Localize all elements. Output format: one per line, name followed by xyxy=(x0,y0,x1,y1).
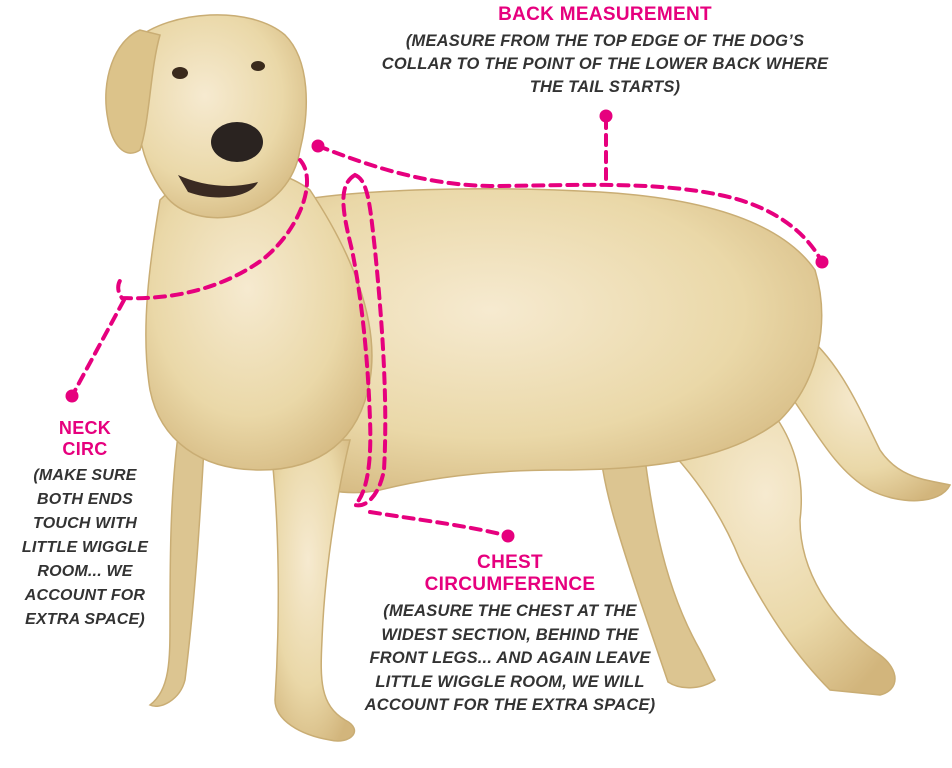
chest-label-dot xyxy=(502,530,515,543)
chest-emphasis: WIDEST xyxy=(381,626,446,644)
dog-eye-left xyxy=(172,67,188,79)
neck-circ-label: NECKCIRC (MAKE SURE BOTH ENDS TOUCH WITH… xyxy=(0,418,170,632)
neck-circ-title: NECKCIRC xyxy=(0,418,170,460)
back-start-dot xyxy=(312,140,325,153)
back-label-dot xyxy=(600,110,613,123)
chest-circumference-title: CHESTCIRCUMFERENCE xyxy=(360,552,660,596)
back-end-dot xyxy=(816,256,829,269)
dog-nose xyxy=(211,122,263,162)
back-measurement-note: (MEASURE FROM THE TOP EDGE OF THE DOG’S … xyxy=(380,30,830,99)
neck-measurement-pointer xyxy=(72,300,124,396)
neck-label-dot xyxy=(66,390,79,403)
chest-circumference-label: CHESTCIRCUMFERENCE (MEASURE THE CHEST AT… xyxy=(360,552,660,718)
back-emphasis: TOP EDGE xyxy=(593,32,679,50)
dog-eye-right xyxy=(251,61,265,71)
chest-circumference-note: (MEASURE THE CHEST AT THE WIDEST SECTION… xyxy=(360,600,660,718)
back-measurement-title: BACK MEASUREMENT xyxy=(380,4,830,26)
chest-measurement-pointer xyxy=(370,512,508,536)
back-measurement-label: BACK MEASUREMENT (MEASURE FROM THE TOP E… xyxy=(380,4,830,99)
neck-circ-note: (MAKE SURE BOTH ENDS TOUCH WITH LITTLE W… xyxy=(10,464,160,632)
